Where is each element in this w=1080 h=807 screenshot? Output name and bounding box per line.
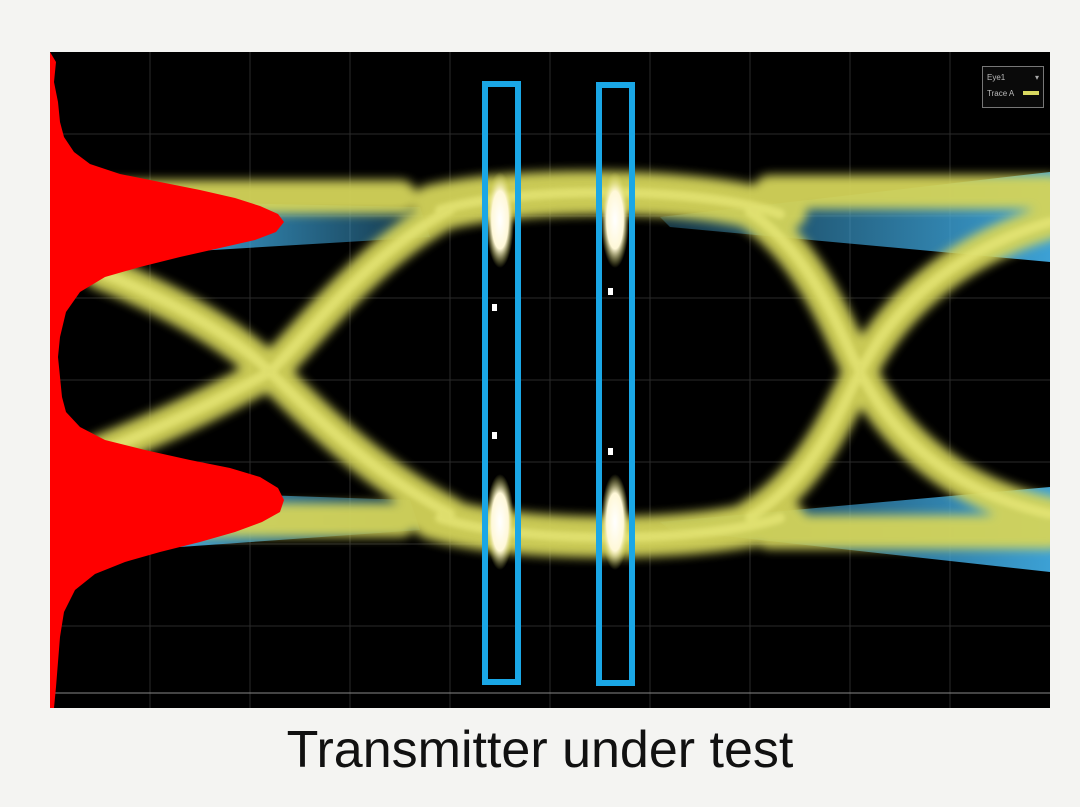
measurement-box-right: [596, 82, 635, 686]
legend-label-2: Trace A: [987, 88, 1015, 98]
legend-row-2: Trace A: [987, 85, 1039, 101]
hot-spots: [486, 172, 629, 570]
figure-caption: Transmitter under test: [286, 721, 794, 779]
chevron-down-icon[interactable]: ▾: [1034, 72, 1039, 82]
legend-row-1: Eye1 ▾: [987, 69, 1039, 85]
legend-swatch: [1023, 91, 1039, 95]
eye-diagram-display: Eye1 ▾ Trace A: [50, 52, 1050, 708]
eye-diagram-svg: [50, 52, 1050, 708]
vertical-histogram: [50, 52, 284, 708]
legend-label-1: Eye1: [987, 72, 1006, 82]
trace-legend[interactable]: Eye1 ▾ Trace A: [982, 66, 1044, 108]
measurement-box-left: [482, 81, 521, 685]
measurement-boxes: [482, 81, 635, 686]
graticule-grid: [50, 52, 1050, 708]
